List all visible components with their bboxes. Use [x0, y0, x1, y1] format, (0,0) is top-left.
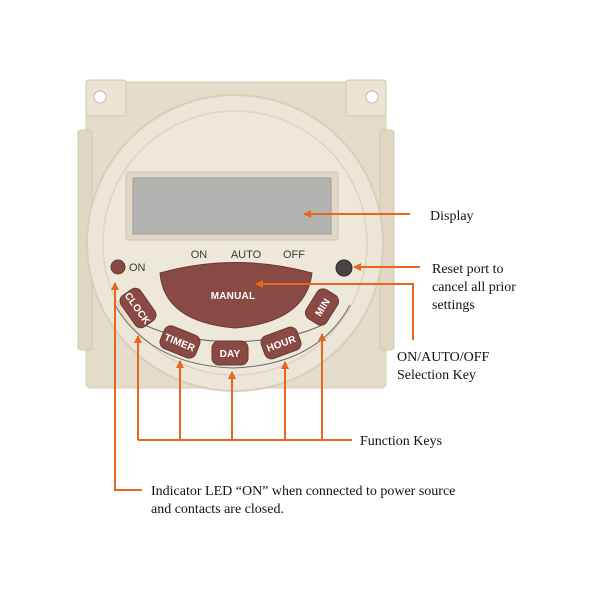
- function-keys-callout: Function Keys: [360, 434, 442, 449]
- led-label: ON: [129, 262, 146, 274]
- mount-hole-right: [365, 90, 379, 104]
- indicator-arrow: [111, 282, 142, 491]
- day-key[interactable]: DAY: [211, 340, 249, 366]
- manual-label: MANUAL: [211, 291, 256, 302]
- lcd-display: [132, 177, 332, 235]
- reset-callout: Reset port to cancel all prior settings: [432, 262, 519, 313]
- timer-device: ON AUTO OFF ON MANUAL CLOCK TIMER DAY: [77, 79, 395, 392]
- min-key[interactable]: MIN: [303, 286, 341, 328]
- callout-lines: [111, 210, 420, 491]
- hour-key[interactable]: HOUR: [259, 325, 303, 361]
- day-key-label: DAY: [220, 349, 241, 360]
- reset-callout-line-1: Reset port to: [432, 262, 504, 277]
- mode-label-auto: AUTO: [231, 249, 262, 261]
- reset-callout-line-3: settings: [432, 298, 475, 313]
- mount-hole-left: [93, 90, 107, 104]
- reset-port[interactable]: [335, 259, 353, 277]
- indicator-callout-line-2: and contacts are closed.: [151, 502, 284, 517]
- indicator-callout-line-1: Indicator LED “ON” when connected to pow…: [151, 484, 455, 499]
- indicator-led: [110, 259, 126, 275]
- timer-key[interactable]: TIMER: [158, 324, 202, 360]
- selection-callout-line-2: Selection Key: [397, 368, 476, 383]
- bezel-inner: [102, 110, 368, 376]
- selection-callout: ON/AUTO/OFF Selection Key: [397, 350, 493, 383]
- selection-arrow: [255, 280, 414, 340]
- mode-label-off: OFF: [283, 249, 305, 261]
- reset-callout-line-2: cancel all prior: [432, 280, 516, 295]
- display-callout: Display: [430, 209, 474, 224]
- indicator-callout: Indicator LED “ON” when connected to pow…: [151, 484, 459, 517]
- selection-callout-line-1: ON/AUTO/OFF: [397, 350, 490, 365]
- manual-button[interactable]: [159, 262, 313, 329]
- mode-label-on: ON: [191, 249, 208, 261]
